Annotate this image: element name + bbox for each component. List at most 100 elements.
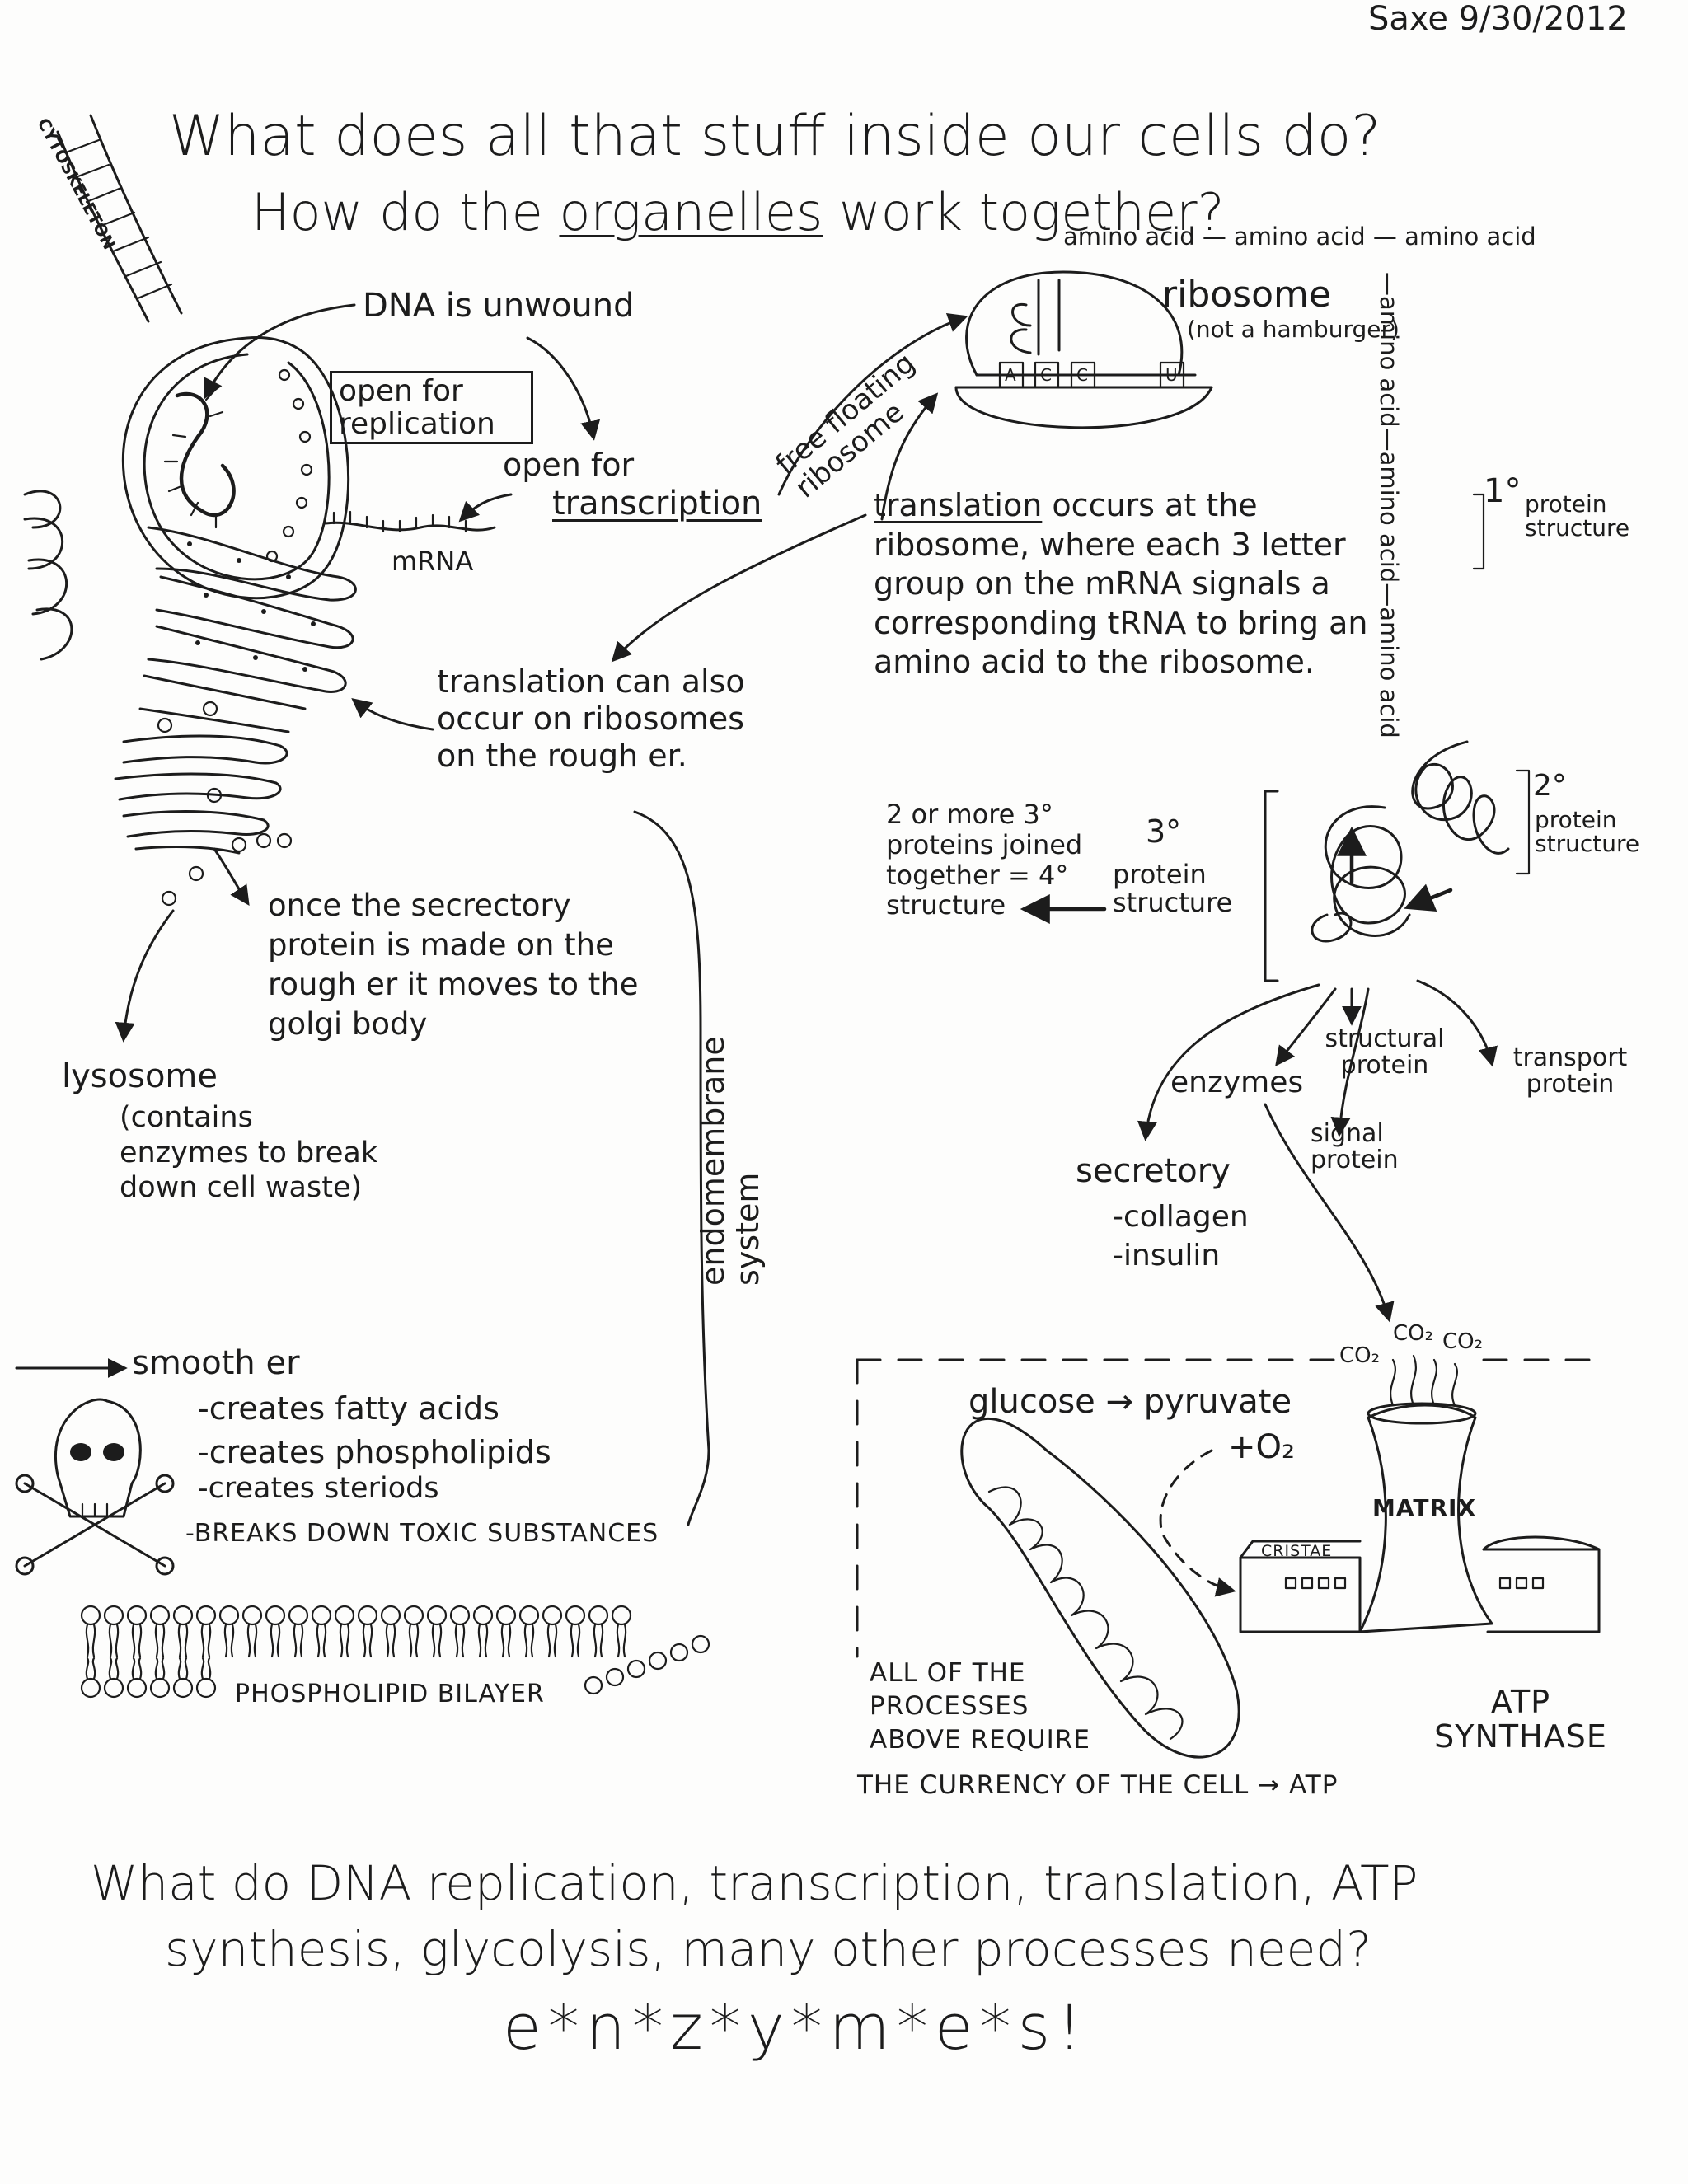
cell-nucleus-icon [121, 336, 350, 600]
open-for-label: open for [503, 447, 635, 483]
glucose-label: glucose → pyruvate [968, 1383, 1292, 1421]
lipid-head-top [542, 1605, 563, 1626]
power-plant-icon [1239, 1354, 1601, 1633]
lipid-tail-top [431, 1623, 443, 1658]
insulin-label: -insulin [1113, 1239, 1221, 1272]
skull-crossbones-icon [15, 1398, 175, 1576]
golgi-icon [114, 701, 293, 907]
bilayer-label: PHOSPHOLIPID BILAYER [235, 1680, 545, 1708]
lipid-tail-bottom [131, 1657, 143, 1680]
codon-c2: C [1076, 365, 1088, 385]
secondary-label: protein structure [1535, 806, 1640, 858]
translation-note: translation occurs at the ribosome, wher… [874, 487, 1368, 680]
lipid-tail-top [200, 1623, 212, 1658]
ribosome-note: (not a hamburger) [1187, 316, 1400, 343]
cytoskeleton-strand [56, 114, 183, 323]
rough-er [23, 490, 357, 733]
phospholipid-bilayer [80, 1605, 710, 1699]
ribosome-label: ribosome [1162, 274, 1331, 316]
phospholipids-item: -creates phospholipids [198, 1434, 551, 1470]
transcription-label: transcription [552, 485, 762, 523]
lipid-head-bottom [172, 1677, 194, 1699]
fatty-acids-item: -creates fatty acids [198, 1390, 499, 1427]
lipid-head-top [426, 1605, 448, 1626]
lipid-head-bottom [605, 1667, 625, 1687]
lysosome-note: (contains enzymes to break down cell was… [120, 1101, 378, 1205]
codon-c1: C [1040, 365, 1052, 385]
lipid-head-bottom [195, 1677, 217, 1699]
amino-chain-top: amino acid — amino acid — amino acid [1063, 223, 1536, 251]
lipid-tail-top [385, 1623, 396, 1658]
lipid-tail-top [616, 1623, 627, 1658]
oxygen-label: +O₂ [1228, 1428, 1296, 1466]
closing-answer: e*n*z*y*m*e*s! [503, 1990, 1089, 2064]
lipid-tail-top [500, 1623, 512, 1658]
dna-unwound-label: DNA is unwound [363, 287, 635, 325]
lipid-head-top [588, 1605, 609, 1626]
lipid-tail-top [177, 1623, 189, 1658]
closing-question-line1: What do DNA replication, transcription, … [91, 1855, 1418, 1911]
matrix-label: MATRIX [1372, 1494, 1477, 1521]
lipid-tail-top [523, 1623, 535, 1658]
lipid-tail-top [408, 1623, 420, 1658]
lipid-tail-top [131, 1623, 143, 1658]
lipid-tail-top [246, 1623, 258, 1658]
co2-label-c: CO₂ [1442, 1329, 1484, 1354]
author-signature: Saxe 9/30/2012 [1368, 0, 1628, 38]
lipid-head-bottom [669, 1643, 689, 1662]
lipid-head-bottom [648, 1651, 668, 1671]
lipid-tail-top [454, 1623, 466, 1658]
lipid-head-top [518, 1605, 540, 1626]
connector-arrows [15, 303, 1498, 1597]
secretory-label: secretory [1076, 1152, 1231, 1190]
lysosome-label: lysosome [62, 1057, 218, 1095]
structural-protein-label: structural protein [1325, 1024, 1445, 1080]
lipid-head-top [288, 1605, 309, 1626]
lipid-head-top [241, 1605, 263, 1626]
lipid-head-top [311, 1605, 332, 1626]
lipid-tail-top [154, 1623, 166, 1658]
atp-synthase-label: ATP SYNTHASE [1434, 1684, 1607, 1755]
mitochondrion-region [856, 1358, 1592, 1658]
codon-a: A [1005, 365, 1016, 385]
lipid-head-top [149, 1605, 171, 1626]
protein-coil [1411, 493, 1531, 875]
lipid-tail-top [570, 1623, 581, 1658]
lipid-head-top [495, 1605, 517, 1626]
lipid-tail-top [270, 1623, 281, 1658]
collagen-label: -collagen [1113, 1200, 1249, 1234]
lipid-head-top [195, 1605, 217, 1626]
lipid-head-top [565, 1605, 586, 1626]
lipid-head-top [380, 1605, 401, 1626]
lipid-tail-top [546, 1623, 558, 1658]
endomembrane-label: endomembrane system [695, 1036, 766, 1286]
mitochondrion-icon [960, 1417, 1240, 1759]
lipid-tail-top [223, 1623, 235, 1658]
lipid-head-bottom [80, 1677, 101, 1699]
mrna-strand [324, 510, 496, 533]
tertiary-protein [1264, 790, 1453, 982]
lipid-tail-top [85, 1623, 96, 1658]
quaternary-note: 2 or more 3° proteins joined together = … [886, 799, 1083, 921]
lipid-tail-top [362, 1623, 373, 1658]
lipid-tail-top [108, 1623, 120, 1658]
lipid-tail-top [593, 1623, 604, 1658]
lipid-head-top [126, 1605, 148, 1626]
lipid-tail-top [339, 1623, 350, 1658]
co2-label-a: CO₂ [1339, 1343, 1381, 1368]
rough-er-note: translation can also occur on ribosomes … [437, 663, 745, 774]
lipid-head-bottom [126, 1677, 148, 1699]
page-title: What does all that stuff inside our cell… [169, 104, 1381, 169]
lipid-head-top [80, 1605, 101, 1626]
secretory-move-note: once the secrectory protein is made on t… [268, 888, 639, 1043]
lipid-head-top [449, 1605, 471, 1626]
smooth-er-label: smooth er [132, 1344, 300, 1382]
lipid-tail-top [477, 1623, 489, 1658]
cristae-label: CRISTAE [1261, 1542, 1333, 1560]
signal-protein-label: signal protein [1311, 1119, 1399, 1174]
lipid-tail-bottom [200, 1657, 212, 1680]
steroids-item: -creates steriods [198, 1472, 439, 1505]
lipid-tail-top [316, 1623, 327, 1658]
lipid-head-bottom [584, 1675, 603, 1695]
